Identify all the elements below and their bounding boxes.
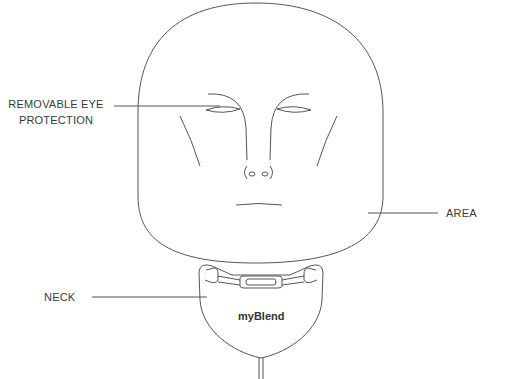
collar-part [246,279,276,285]
left-eye [206,107,240,113]
brand-logo: myBlend [238,310,284,322]
part-label: AREA [446,205,508,221]
leader-line [368,213,438,214]
nostril [262,172,268,176]
collar-part [199,265,323,358]
right-cheek-line [317,116,337,166]
collar-part [240,276,282,288]
neck-collar: myBlend [196,258,326,379]
collar-part [259,358,263,379]
left-nostril [245,166,248,179]
right-nostril [270,166,273,179]
face-outline [138,3,383,263]
left-nose-line [208,94,247,160]
collar-part [205,268,218,283]
leader-line [92,297,207,298]
part-label: REMOVABLE EYE PROTECTION [0,96,112,128]
leader-line [114,106,220,107]
collar-part [304,268,317,283]
part-label: NECK [44,289,90,305]
right-eye [277,107,311,113]
left-cheek-line [180,116,200,166]
right-nose-line [270,94,309,160]
mouth [236,204,282,206]
collar-part [218,276,304,285]
nostril [249,172,255,176]
